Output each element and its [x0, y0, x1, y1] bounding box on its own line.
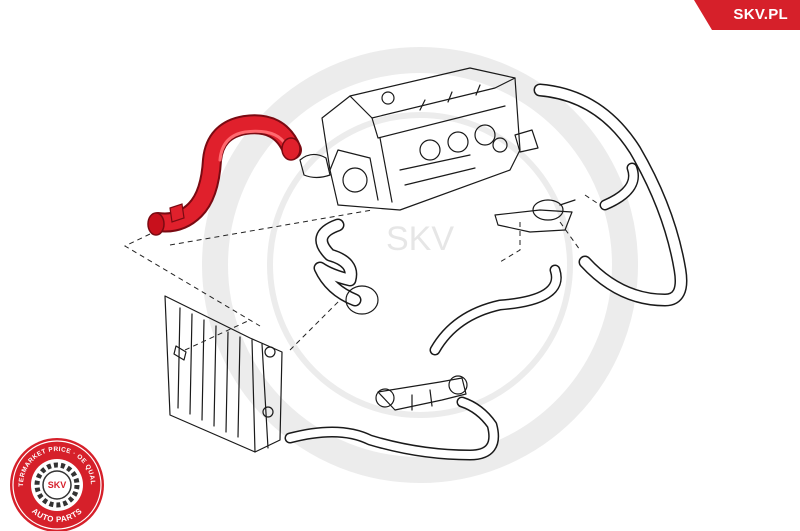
t-connector	[375, 375, 468, 411]
hose-middle	[313, 218, 379, 315]
hose-upper-right	[533, 83, 688, 307]
svg-text:AFTERMARKET PRICE · OE QUALITY: AFTERMARKET PRICE · OE QUALITY	[0, 0, 96, 487]
radiator	[164, 295, 283, 453]
hose-bottom	[284, 396, 500, 461]
assembly-lines	[123, 194, 601, 351]
badge-center-text: SKV	[48, 480, 67, 490]
highlighted-coolant-hose	[147, 114, 302, 236]
brand-banner: SKV.PL	[694, 0, 800, 30]
watermark-text: SKV	[386, 220, 454, 258]
brand-name: SKV.PL	[733, 6, 788, 23]
valve-bracket	[494, 199, 576, 233]
gear-watermark: SKV	[202, 47, 638, 483]
badge-ring-text: AFTERMARKET PRICE · OE QUALITY	[0, 0, 96, 487]
cylinder-head	[299, 67, 539, 211]
hose-lower-center	[429, 264, 562, 356]
skv-quality-badge: AFTERMARKET PRICE · OE QUALITY AUTO PART…	[0, 0, 104, 531]
